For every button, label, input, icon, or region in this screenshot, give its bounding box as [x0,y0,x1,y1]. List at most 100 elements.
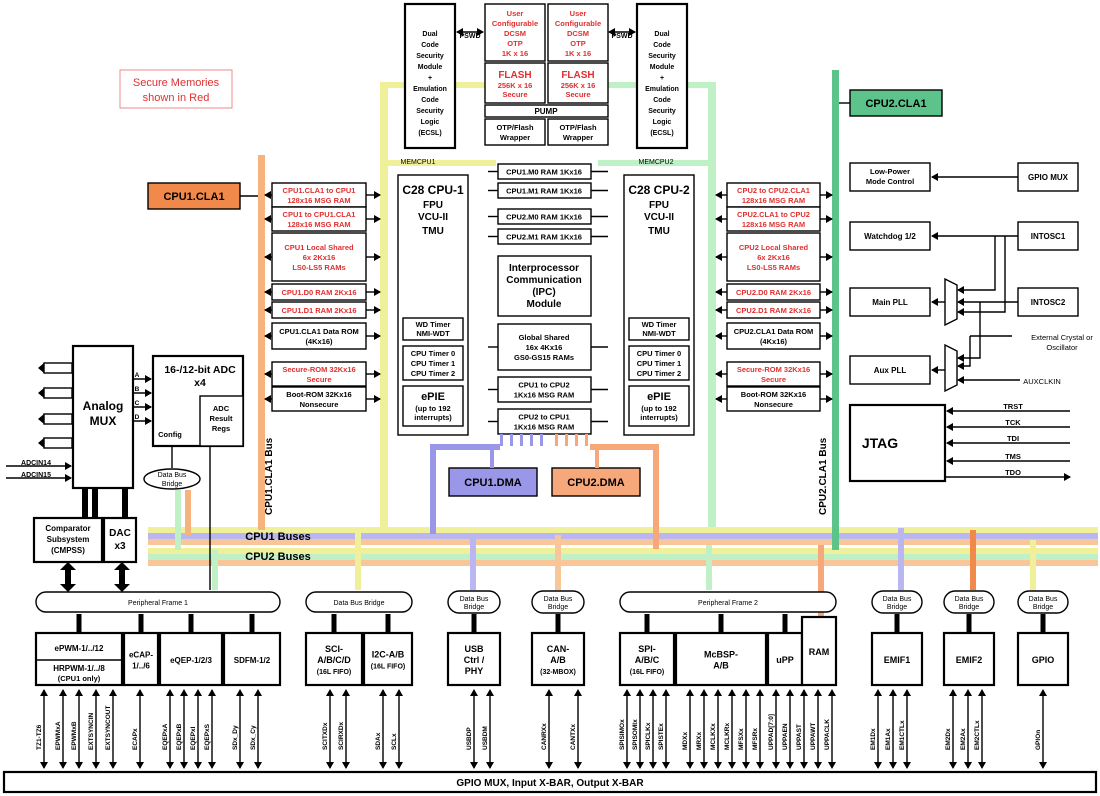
usb-line-1: Ctrl / [464,655,485,665]
right-mem-item-5 [726,322,821,350]
can-bridge-line-0: Data Bus [544,596,573,603]
right-mem-item-6 [726,361,821,387]
mcbsp-line-0: McBSP- [704,650,738,660]
watchdog-box [849,221,931,251]
analog-subsystem: AnalogMUXA5:0B5:0C5:2D5:0ADCIN14ADCIN151… [6,344,245,592]
cpu2-block-tmu: TMU [648,226,670,237]
ecsl-right-text-line-1: Code [653,42,671,49]
center-mem-item-1-line-0: CPU1.M1 RAM 1Kx16 [506,187,582,196]
cpu2-bus-stripe-green [148,554,1098,560]
cpu1-dma-stub [490,450,494,468]
mux-out-1: B [135,386,140,393]
intosc1-box [1017,221,1079,251]
pf1-bridge-drop [212,550,218,590]
cpu2-block-timers-line-0: CPU Timer 0 [637,349,681,358]
wrapper-right-text-line-0: OTP/Flash [559,123,597,132]
cpu1-block-wd-line-1: NMI-WDT [416,329,450,338]
cmpss-label-line-1: Subsystem [47,535,90,544]
gpio-mux-bar-label: GPIO MUX, Input X-BAR, Output X-BAR [456,778,644,789]
pf1-pin-4: EXTSYNCOUT [105,706,112,750]
center-dma2-stub-1 [565,434,568,446]
eqep-box [158,631,224,687]
top-security-block: DualCodeSecurityModule+EmulationCodeSecu… [403,2,689,150]
cpu1-dma-box [448,467,538,497]
spi-pin-4: MDXx [682,732,689,750]
eqep-line-0: eQEP-1/2/3 [170,656,212,665]
usb-bridge-line-0: Data Bus [460,596,489,603]
spi-pin-14: UPPACLK [824,719,831,750]
ext-osc-label-2: Oscillator [1046,343,1078,352]
jtag-pin-4: TDO [1005,468,1021,477]
cpu2-bus-stripe-orange [148,560,1098,566]
otp-left [484,3,546,62]
analog-bridge-drop2 [175,490,181,550]
wrapper-left-text-line-0: OTP/Flash [496,123,534,132]
otp-left-text-line-3: OTP [507,39,522,48]
flash-left-title: FLASH [498,70,531,81]
cpu2-block-wd-box [628,317,690,341]
sci-line-2: (16L FIFO) [317,669,351,676]
mcbsp-line-1: A/B [713,661,729,671]
can-line-0: CAN- [547,644,570,654]
ecsl-left-text-line-7: Security [416,108,444,115]
mux-to-cmpss-0 [82,488,88,518]
center-dma-stub-0 [500,434,503,446]
flash-right [547,62,609,104]
jtag-pin-2: TDI [1007,434,1019,443]
gpio-mux-label: GPIO MUX [1028,173,1069,182]
cpu1-cla1-bus-label: CPU1.CLA1 Bus [264,437,275,515]
center-mem-item-0-line-0: CPU1.M0 RAM 1Kx16 [506,168,582,177]
center-mem-item-7-line-1: 1Kx16 MSG RAM [514,423,574,432]
emif2-pin-0: EM2Dx [945,728,952,750]
center-mem-item-5 [497,323,592,371]
left-mem-item-6-line-1: Secure [306,375,331,384]
cmpss-down-0 [60,584,76,592]
dac-label-line-1: x3 [114,541,126,552]
flash-left-size: 256K x 16 [498,81,533,90]
cpu2-block-fpu: FPU [649,200,669,211]
left-mem-item-2-line-1: 6x 2Kx16 [303,253,336,262]
right-mem-item-0-line-0: CPU2 to CPU2.CLA1 [737,186,810,195]
cpu2-block-timers-line-2: CPU Timer 2 [637,369,681,378]
left-mem-item-3-line-0: CPU1.D0 RAM 2Kx16 [281,288,356,297]
ecap-line-1: 1/../6 [132,662,150,671]
center-mem-item-6-line-1: 1Kx16 MSG RAM [514,391,574,400]
cpu1-cla1-bus-vertical [258,155,265,530]
i2c-box [362,631,414,687]
memcpu2-label: MEMCPU2 [638,159,673,166]
pf2-bridge-line-0: Peripheral Frame 2 [698,600,758,607]
gpio-box [1016,631,1070,687]
cpu1-block-epie-l2: (up to 192 [415,404,450,413]
otp-left-text-line-0: User [507,9,524,18]
gpio-bridge-line-0: Data Bus [1029,596,1058,603]
cpu2-bus-stripe-yellow [148,548,1098,554]
left-mem-item-5-line-0: CPU1.CLA1 Data ROM [279,327,359,336]
right-mem-item-1-line-1: 128x16 MSG RAM [742,220,805,229]
cpu2-block-wd-line-1: NMI-WDT [642,329,676,338]
dac-label-line-0: DAC [109,528,131,539]
center-dma-stub-1 [510,434,513,446]
intosc1-label: INTOSC1 [1031,232,1066,241]
otp-right-text-line-2: DCSM [567,29,589,38]
secure-legend: Secure Memories shown in Red [119,69,233,109]
emif1-bridge-drop [898,528,904,590]
jtag-pin-3: TMS [1005,452,1021,461]
ecap-line-0: eCAP- [129,651,153,660]
cpu2-dma-bus-top [590,444,659,450]
analog-pin-3: D5:0 [48,439,66,448]
cpu1-block-timers-line-1: CPU Timer 1 [411,359,455,368]
wrapper-right [547,118,609,146]
ecsl-right-text-line-5: Emulation [645,86,679,93]
ecsl-right-text-line-6: Code [653,97,671,104]
ecsl-left-text-line-9: (ECSL) [418,130,441,137]
can-pin-0: CANRXx [541,723,548,750]
analog-mux-box [71,344,135,490]
left-mem-item-7-line-1: Nonsecure [300,400,339,409]
right-mem-item-2-line-0: CPU2 Local Shared [739,243,809,252]
sci-bridge-drop [355,530,361,590]
analog-pin-2-box [43,413,73,425]
cpu2-buses-label: CPU2 Buses [245,551,310,563]
bridge-link-gpio [1040,614,1046,632]
right-mem-item-3-line-0: CPU2.D0 RAM 2Kx16 [736,288,811,297]
